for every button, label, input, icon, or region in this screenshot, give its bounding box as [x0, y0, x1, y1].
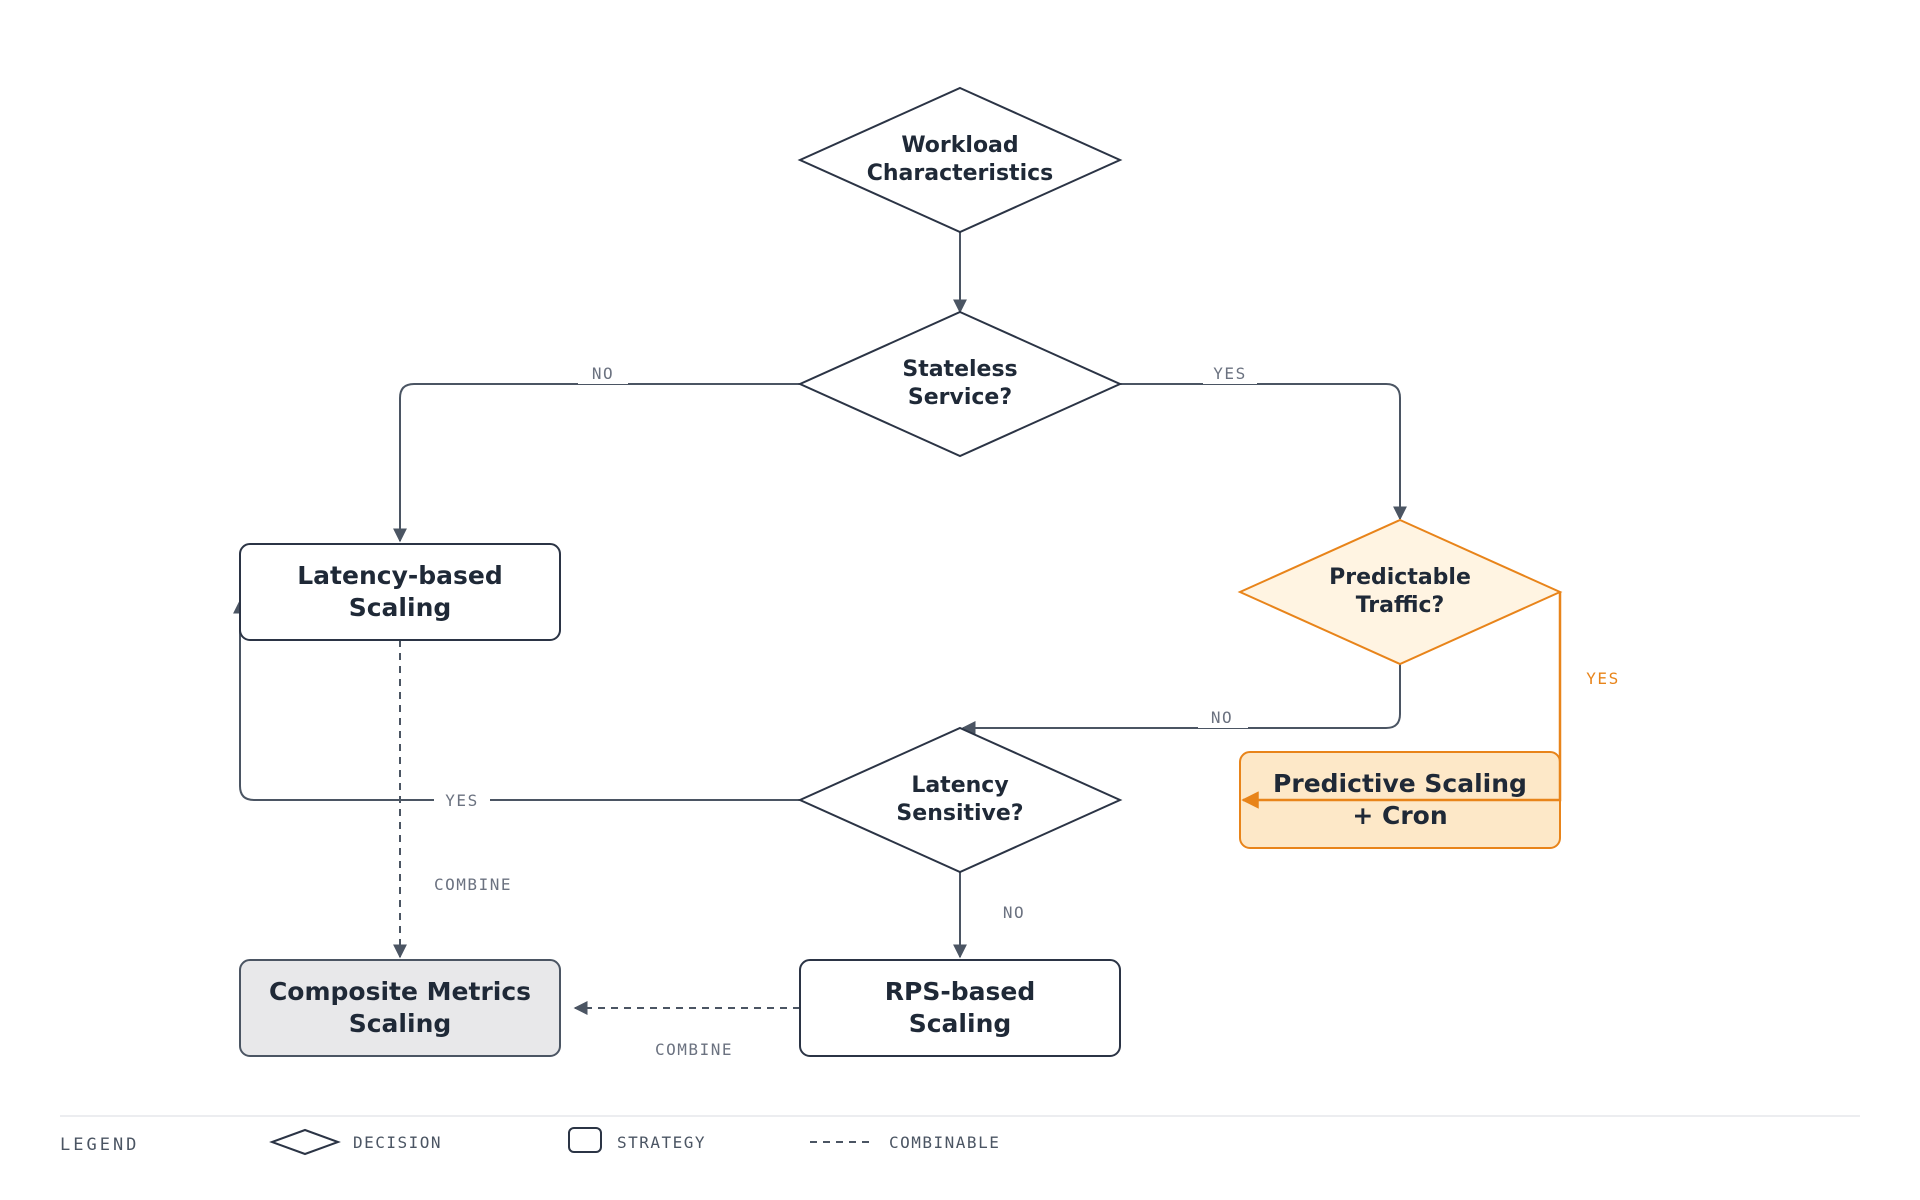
node-text: Composite Metrics [269, 977, 531, 1006]
edge-labels: NO YES YES NO YES NO COMBINE COMBINE [434, 362, 1619, 1059]
node-text: Workload [901, 133, 1018, 158]
edge-label-latency-no: NO [1003, 903, 1025, 922]
node-text: RPS-based [885, 977, 1035, 1006]
node-text: Predictable [1329, 565, 1471, 590]
edges [233, 232, 1407, 1015]
node-text: Predictive Scaling [1273, 769, 1527, 798]
edge-label-combine-vertical: COMBINE [434, 875, 512, 894]
edge-label-predictable-yes: YES [1586, 669, 1619, 688]
decision-latency-sensitive: Latency Sensitive? [797, 726, 1123, 874]
node-text: Scaling [349, 593, 452, 622]
edge-latency-yes [233, 599, 800, 801]
edge-label-combine-horizontal: COMBINE [655, 1040, 733, 1059]
legend-decision-label: DECISION [353, 1133, 442, 1152]
edge-label-stateless-no: NO [592, 364, 614, 383]
node-text: Service? [908, 385, 1012, 410]
edge-label-latency-yes: YES [445, 791, 478, 810]
strategy-predictive-scaling: Predictive Scaling + Cron [1239, 751, 1561, 849]
legend-title: LEGEND [60, 1135, 139, 1155]
strategy-rps-based-scaling: RPS-based Scaling [799, 959, 1121, 1057]
edge-predictable-no [961, 663, 1401, 735]
node-text: + Cron [1352, 801, 1447, 830]
decision-workload-characteristics: Workload Characteristics [797, 86, 1123, 234]
node-text: Latency-based [297, 561, 503, 590]
node-text: Traffic? [1356, 593, 1445, 618]
node-text: Scaling [349, 1009, 452, 1038]
strategy-latency-based-scaling: Latency-based Scaling [239, 543, 561, 641]
edge-stateless-no [393, 383, 800, 543]
legend-strategy-icon [568, 1127, 602, 1153]
decision-stateless-service: Stateless Service? [797, 310, 1123, 458]
node-text: Characteristics [867, 161, 1054, 186]
edge-stateless-yes [1120, 383, 1407, 521]
node-text: Scaling [909, 1009, 1012, 1038]
legend-strategy-label: STRATEGY [617, 1133, 706, 1152]
node-text: Stateless [902, 357, 1017, 382]
edge-label-stateless-yes: YES [1213, 364, 1246, 383]
edge-label-predictable-no: NO [1211, 708, 1233, 727]
node-text: Latency [911, 773, 1008, 798]
decision-predictable-traffic: Predictable Traffic? [1237, 518, 1563, 666]
legend: LEGEND DECISION STRATEGY COMBINABLE [60, 1115, 1860, 1156]
legend-combinable-label: COMBINABLE [889, 1133, 1000, 1152]
edge-predictable-yes [1241, 592, 1562, 809]
strategy-composite-metrics-scaling: Composite Metrics Scaling [239, 959, 561, 1057]
node-text: Sensitive? [896, 801, 1023, 826]
legend-decision-icon [269, 1128, 341, 1156]
